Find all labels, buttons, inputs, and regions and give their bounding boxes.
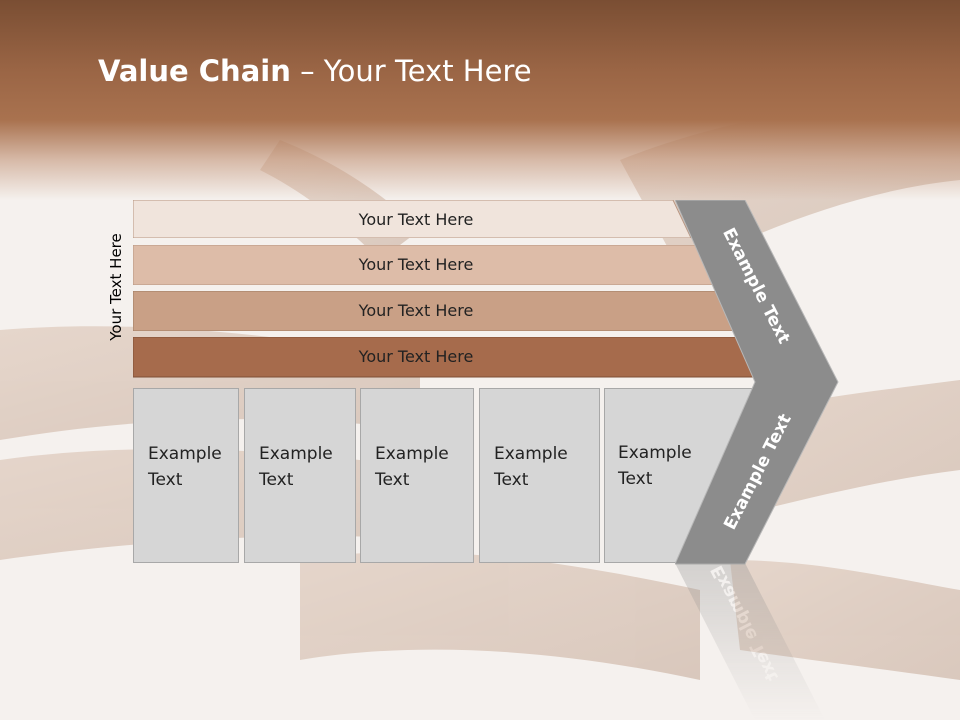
- box-1-line1: Example: [148, 444, 222, 464]
- activity-box-4: Example Text: [479, 388, 600, 563]
- activity-box-1: Example Text: [133, 388, 239, 563]
- bar-2-shape: [133, 245, 718, 285]
- page-title: Value Chain – Your Text Here: [98, 54, 532, 88]
- bar-3-label: Your Text Here: [358, 300, 474, 320]
- activity-box-5: Example Text: [604, 388, 704, 563]
- reflect-chevron: [675, 563, 825, 720]
- header-band: [0, 0, 960, 200]
- bar-1-label: Your Text Here: [358, 209, 474, 229]
- bar-3-shape: [133, 291, 740, 331]
- activity-box-2: Example Text: [244, 388, 356, 563]
- box-3-line1: Example: [375, 444, 449, 464]
- box-2-line2: Text: [259, 470, 294, 490]
- chevron-arrow: [675, 200, 839, 565]
- box-5-line1: Example: [618, 443, 692, 463]
- box-1-line2: Text: [148, 470, 183, 490]
- bar-2-label: Your Text Here: [358, 254, 474, 274]
- box-5-line2: Text: [618, 469, 653, 489]
- box-4-line2: Text: [494, 470, 529, 490]
- box-4-line1: Example: [494, 444, 568, 464]
- box-2-line1: Example: [259, 444, 333, 464]
- title-bold: Value Chain: [98, 54, 291, 88]
- title-rest: – Your Text Here: [290, 54, 532, 88]
- box-3-line2: Text: [375, 470, 410, 490]
- activity-box-3: Example Text: [360, 388, 474, 563]
- bar-1-shape: [133, 200, 692, 238]
- side-label: Your Text Here: [107, 233, 125, 341]
- bar-4-label: Your Text Here: [358, 346, 474, 366]
- reflection: Example Text Example Text Example Text E…: [0, 563, 960, 720]
